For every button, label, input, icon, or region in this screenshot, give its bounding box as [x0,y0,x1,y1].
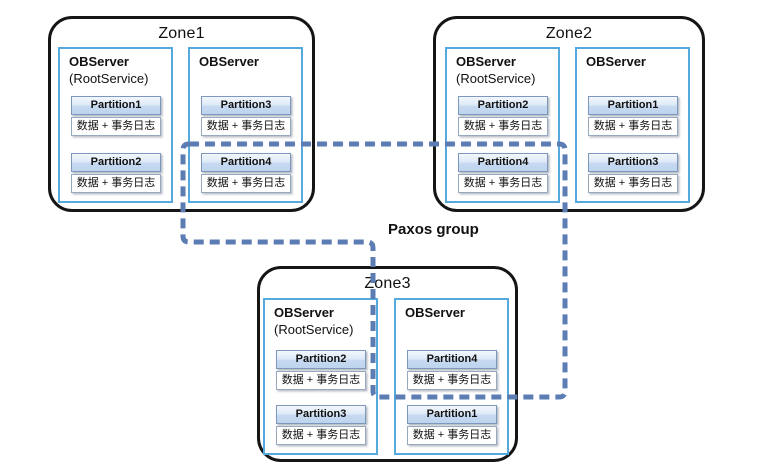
observer-box-zone2-rootservice: OBServer (RootService) Partition2 数据 + 事… [445,47,560,203]
partition-detail: 数据 + 事务日志 [458,117,548,136]
partition-name: Partition3 [588,153,678,172]
rootservice-label: (RootService) [274,321,354,337]
partition-detail: 数据 + 事务日志 [276,371,366,390]
observer-title: OBServer (RootService) [69,54,148,88]
observer-title: OBServer [586,54,646,71]
rootservice-label: (RootService) [69,70,149,86]
partition-detail: 数据 + 事务日志 [407,426,497,445]
zone-title: Zone1 [158,25,205,42]
partition-detail: 数据 + 事务日志 [276,426,366,445]
observer-name: OBServer [586,54,646,69]
observer-box-zone1-2: OBServer Partition3 数据 + 事务日志 Partition4… [188,47,303,203]
zone-title: Zone3 [364,275,411,292]
partition-group: Partition4 数据 + 事务日志 [458,153,548,193]
partition-name: Partition4 [201,153,291,172]
partition-detail: 数据 + 事务日志 [201,117,291,136]
observer-name: OBServer [274,305,334,320]
partition-group: Partition3 数据 + 事务日志 [588,153,678,193]
partition-name: Partition1 [407,405,497,424]
partition-name: Partition3 [276,405,366,424]
partition-name: Partition1 [71,96,161,115]
partition-name: Partition2 [276,350,366,369]
paxos-group-label: Paxos group [388,221,479,238]
observer-name: OBServer [456,54,516,69]
partition-detail: 数据 + 事务日志 [588,174,678,193]
partition-detail: 数据 + 事务日志 [407,371,497,390]
partition-name: Partition4 [407,350,497,369]
observer-box-zone3-rootservice: OBServer (RootService) Partition2 数据 + 事… [263,298,378,455]
partition-group: Partition2 数据 + 事务日志 [458,96,548,136]
partition-detail: 数据 + 事务日志 [458,174,548,193]
partition-name: Partition3 [201,96,291,115]
observer-title: OBServer (RootService) [456,54,535,88]
observer-box-zone1-rootservice: OBServer (RootService) Partition1 数据 + 事… [58,47,173,203]
partition-group: Partition3 数据 + 事务日志 [201,96,291,136]
partition-detail: 数据 + 事务日志 [201,174,291,193]
partition-detail: 数据 + 事务日志 [71,174,161,193]
observer-name: OBServer [405,305,465,320]
observer-title: OBServer (RootService) [274,305,353,339]
partition-name: Partition2 [71,153,161,172]
partition-group: Partition4 数据 + 事务日志 [201,153,291,193]
observer-name: OBServer [199,54,259,69]
zone-title: Zone2 [545,25,593,42]
partition-group: Partition3 数据 + 事务日志 [276,405,366,445]
partition-group: Partition4 数据 + 事务日志 [407,350,497,390]
partition-name: Partition1 [588,96,678,115]
partition-detail: 数据 + 事务日志 [71,117,161,136]
partition-group: Partition1 数据 + 事务日志 [71,96,161,136]
partition-name: Partition2 [458,96,548,115]
observer-title: OBServer [405,305,465,322]
observer-title: OBServer [199,54,259,71]
partition-detail: 数据 + 事务日志 [588,117,678,136]
partition-group: Partition1 数据 + 事务日志 [407,405,497,445]
partition-group: Partition2 数据 + 事务日志 [71,153,161,193]
rootservice-label: (RootService) [456,70,536,86]
partition-group: Partition2 数据 + 事务日志 [276,350,366,390]
observer-box-zone3-2: OBServer Partition4 数据 + 事务日志 Partition1… [394,298,509,455]
observer-name: OBServer [69,54,129,69]
partition-name: Partition4 [458,153,548,172]
partition-group: Partition1 数据 + 事务日志 [588,96,678,136]
observer-box-zone2-2: OBServer Partition1 数据 + 事务日志 Partition3… [575,47,690,203]
